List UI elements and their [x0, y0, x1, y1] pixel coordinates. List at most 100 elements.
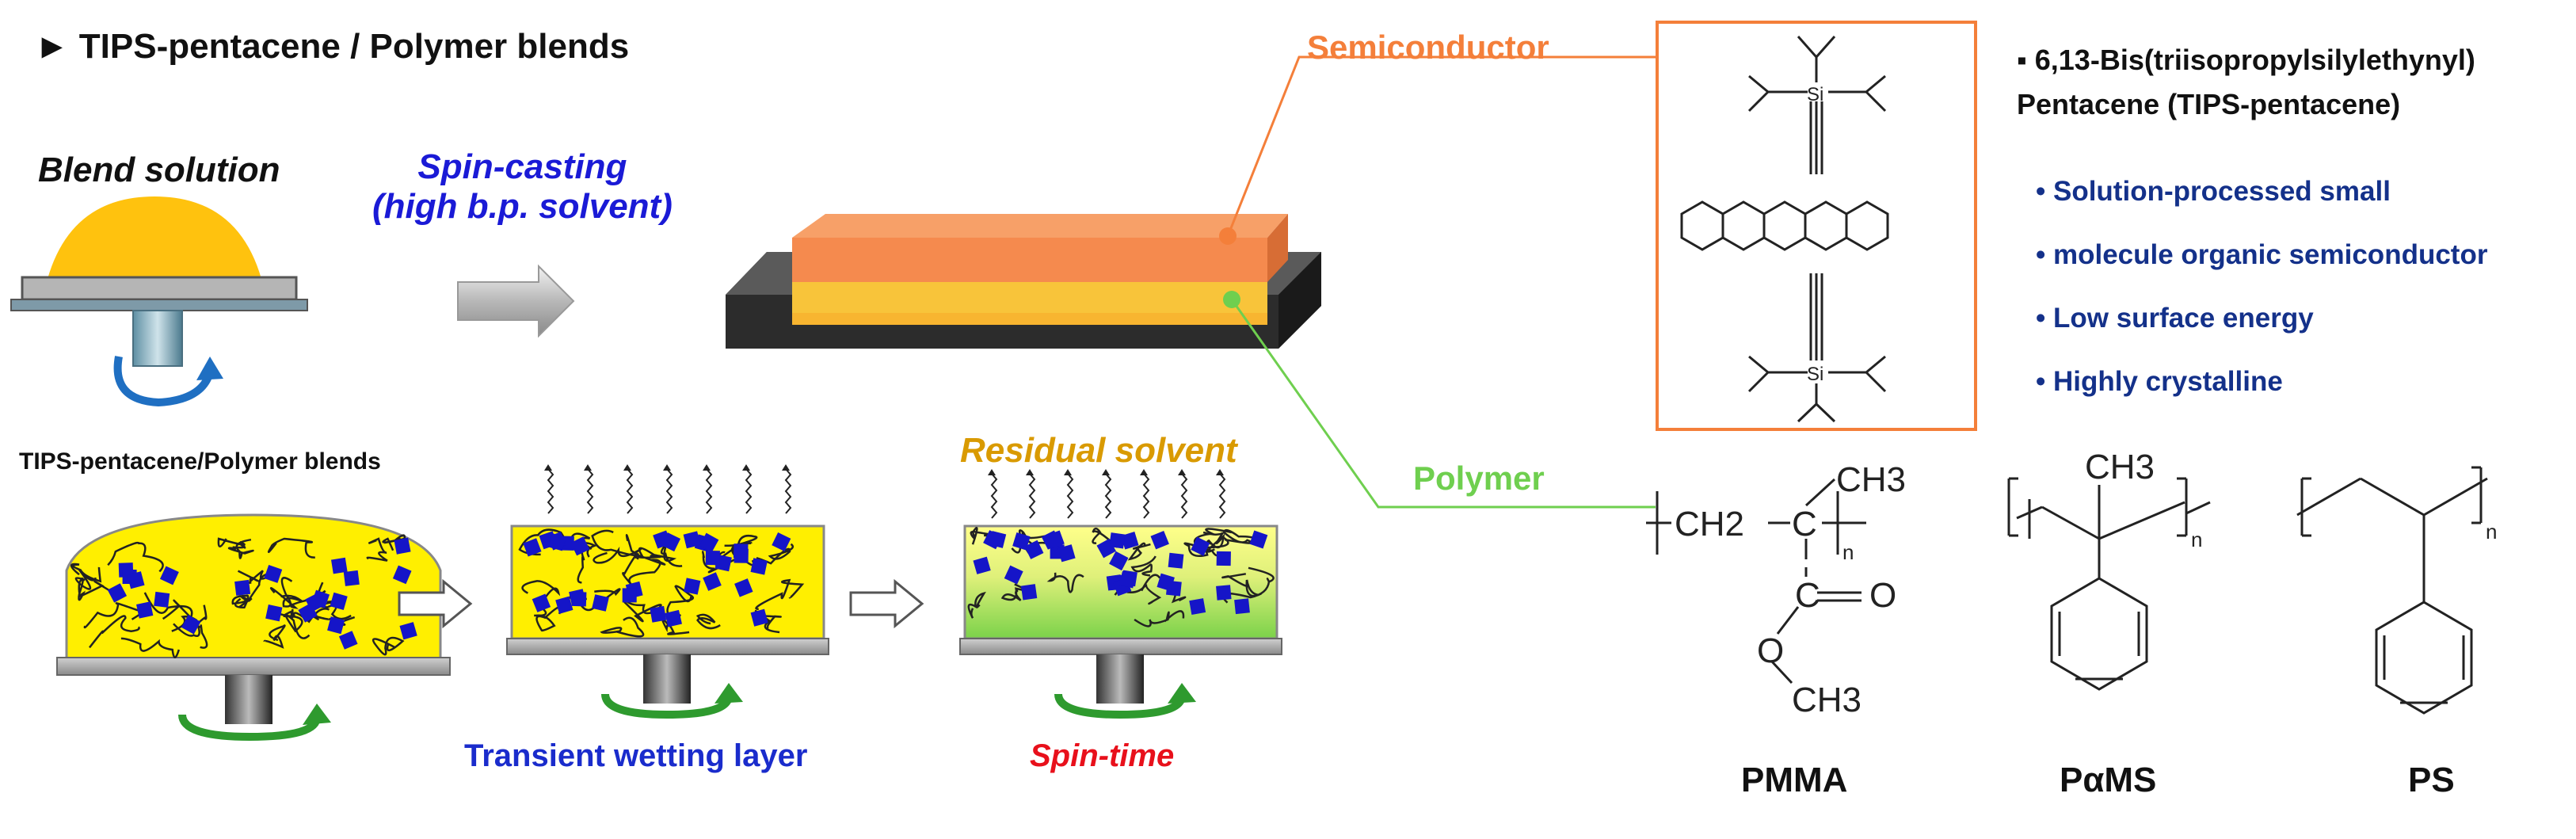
crystal [665, 609, 682, 627]
vapor-arrowhead [988, 469, 996, 475]
blend-solution-label: Blend solution [38, 151, 280, 189]
crystal [1150, 530, 1169, 550]
vapor-wave [1104, 473, 1112, 519]
pmma-labels: CH2 C CH3 n C O O CH3 [1675, 460, 1906, 719]
rotation-arrow [113, 356, 214, 407]
vapor-wave [665, 468, 673, 514]
crystal [1191, 536, 1210, 556]
pmma-ch3-bottom: CH3 [1792, 681, 1862, 719]
polymer-label: Polymer [1413, 460, 1545, 497]
polymer-chain [231, 594, 250, 609]
crystal [571, 591, 587, 607]
vapor-wave [745, 468, 753, 514]
ps-n: n [2486, 520, 2497, 543]
semiconductor-label: Semiconductor [1307, 29, 1549, 66]
vapor-arrowhead [742, 464, 750, 471]
pams-structure [2007, 477, 2211, 691]
polymer-layer [792, 279, 1267, 313]
stage-1-blend [56, 513, 451, 742]
crystal [1057, 544, 1076, 563]
crystal [181, 615, 201, 635]
spinner-shaft [132, 310, 183, 367]
crystal [1024, 540, 1044, 559]
crystal [750, 608, 768, 627]
crystal [703, 572, 722, 591]
polymer-chain [280, 577, 303, 608]
crystal [234, 579, 251, 596]
transient-wetting-label: Transient wetting layer [464, 738, 808, 773]
polymer-chain [318, 601, 352, 620]
polymer-chains-and-crystals [967, 527, 1275, 627]
crystal [1249, 530, 1268, 549]
crystal [265, 604, 283, 622]
stage-arrow-icon [398, 578, 473, 629]
molecule-bullet-list: Solution-processed small molecule organi… [2053, 160, 2487, 414]
vapor-arrowhead [782, 464, 790, 471]
crystal [1216, 585, 1232, 601]
crystal [684, 578, 701, 595]
polymer-chain [967, 591, 986, 619]
vapor-wave [547, 468, 554, 514]
molecule-heading: ▪ 6,13-Bis(triisopropylsilylethynyl) Pen… [2017, 38, 2475, 127]
pmma-o-double: O [1869, 576, 1896, 615]
crystal [1020, 584, 1038, 601]
polymer-chain [74, 569, 97, 593]
vapor-arrowhead [663, 464, 671, 471]
crystal [399, 622, 417, 640]
crystal [734, 578, 753, 597]
crystal [973, 556, 991, 574]
vapor-wave [1028, 473, 1036, 519]
polymer-chains-and-crystals [70, 534, 417, 659]
crystal [661, 532, 681, 552]
vapor-wave [705, 468, 713, 514]
substrate-plate [21, 276, 298, 301]
crystal [136, 601, 154, 619]
vapor-arrowhead [703, 464, 711, 471]
polymer-chain [1046, 572, 1084, 593]
semiconductor-leader-line [1226, 55, 1657, 237]
bullet-item: Solution-processed small [2053, 160, 2487, 223]
polymer-chain [372, 636, 405, 656]
crystal [330, 592, 348, 611]
crystal [264, 564, 283, 583]
pams-n: n [2191, 528, 2202, 551]
rotation-arrowhead [196, 357, 223, 380]
pmma-n: n [1842, 540, 1854, 564]
polymer-chain [1134, 610, 1185, 627]
spin-casting-label: Spin-casting (high b.p. solvent) [372, 147, 673, 227]
ps-structure [2296, 466, 2488, 715]
molecule-heading-line-1: ▪ 6,13-Bis(triisopropylsilylethynyl) [2017, 44, 2475, 76]
polymer-chain [577, 542, 598, 584]
vapor-wave [586, 468, 594, 514]
polymer-chain [600, 616, 645, 638]
vapor-wave [1218, 473, 1226, 519]
polymer-chain [634, 547, 666, 566]
polymer-chain [1202, 531, 1225, 549]
pmma-ch3-top: CH3 [1836, 460, 1906, 499]
crystal [734, 548, 749, 563]
crystal [699, 532, 719, 553]
vapor-arrowhead [1140, 469, 1148, 475]
crystal [1157, 573, 1175, 592]
vapor-arrowhead [1216, 469, 1224, 475]
solvent-vapor [544, 464, 792, 514]
polymer-leader-line [1230, 299, 1656, 509]
vapor-wave [1066, 473, 1074, 519]
vapor-wave [1180, 473, 1188, 519]
si-atom-top: Si [1807, 84, 1823, 105]
blend-solution-spinner [10, 196, 308, 407]
spin-casting-line-1: Spin-casting [417, 147, 627, 186]
polymer-chains-and-crystals [518, 528, 805, 638]
substrate-side [1278, 252, 1321, 349]
pmma-structure [1646, 478, 1866, 685]
vapor-wave [990, 473, 998, 519]
pmma-c: C [1792, 505, 1817, 543]
stage-2-transient [506, 464, 829, 719]
molecule-box [1656, 21, 1977, 431]
crystal [1168, 552, 1184, 569]
polymer-chain [1221, 566, 1275, 604]
polymer-chain [1130, 555, 1157, 577]
residual-solvent-label: Residual solvent [960, 431, 1237, 470]
pmma-ch2: CH2 [1675, 505, 1744, 543]
